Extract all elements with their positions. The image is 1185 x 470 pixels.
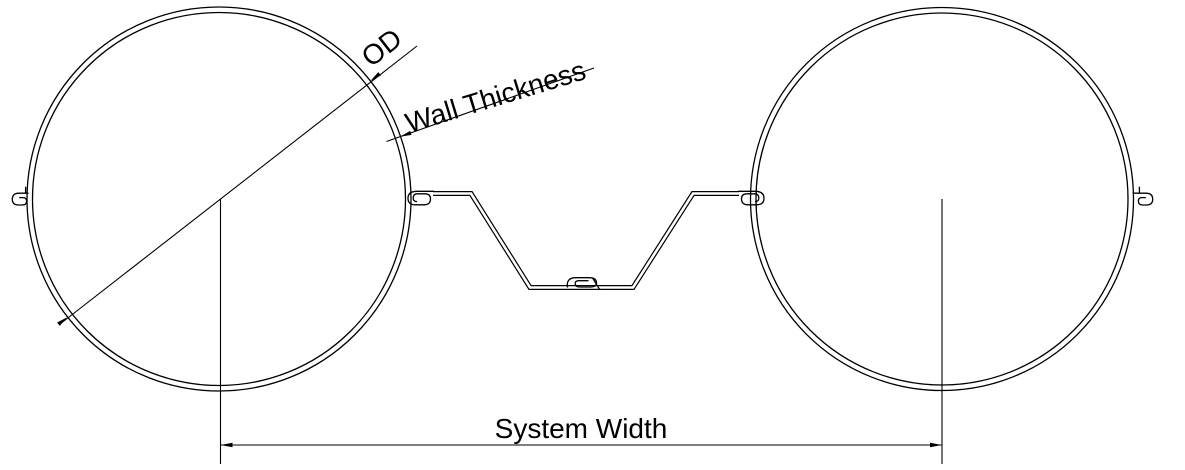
- wall-thickness-label: Wall Thickness: [402, 55, 590, 139]
- system-width-arrowhead-right: [930, 442, 942, 448]
- center-connector-interlock: [566, 277, 601, 290]
- od-label: OD: [356, 22, 408, 72]
- connector-panel: [433, 191, 739, 290]
- system-width-label: System Width: [495, 413, 668, 444]
- system-width-dimension: System Width: [219, 199, 943, 464]
- wall-thickness-annotation: Wall Thickness: [386, 55, 595, 143]
- left-connector-interlock: [407, 190, 434, 206]
- system-width-arrowhead-left: [220, 442, 233, 448]
- od-dimension: OD: [57, 22, 418, 326]
- left-pipe-inner-wall: [31, 11, 407, 387]
- od-arrowhead-lower: [57, 317, 68, 326]
- right-connector-interlock: [738, 190, 765, 206]
- left-pipe-outer-wall: [26, 6, 412, 392]
- connector-plate-core: [433, 192, 739, 289]
- left-outer-interlock-hook: [11, 186, 29, 206]
- wall-thickness-leader-line: [386, 67, 595, 143]
- od-dimension-line: [61, 45, 418, 323]
- wall-thickness-arrowhead: [400, 130, 412, 137]
- left-pipe: [26, 6, 412, 392]
- right-outer-interlock-hook: [1132, 186, 1154, 206]
- od-arrowhead-upper: [370, 72, 381, 81]
